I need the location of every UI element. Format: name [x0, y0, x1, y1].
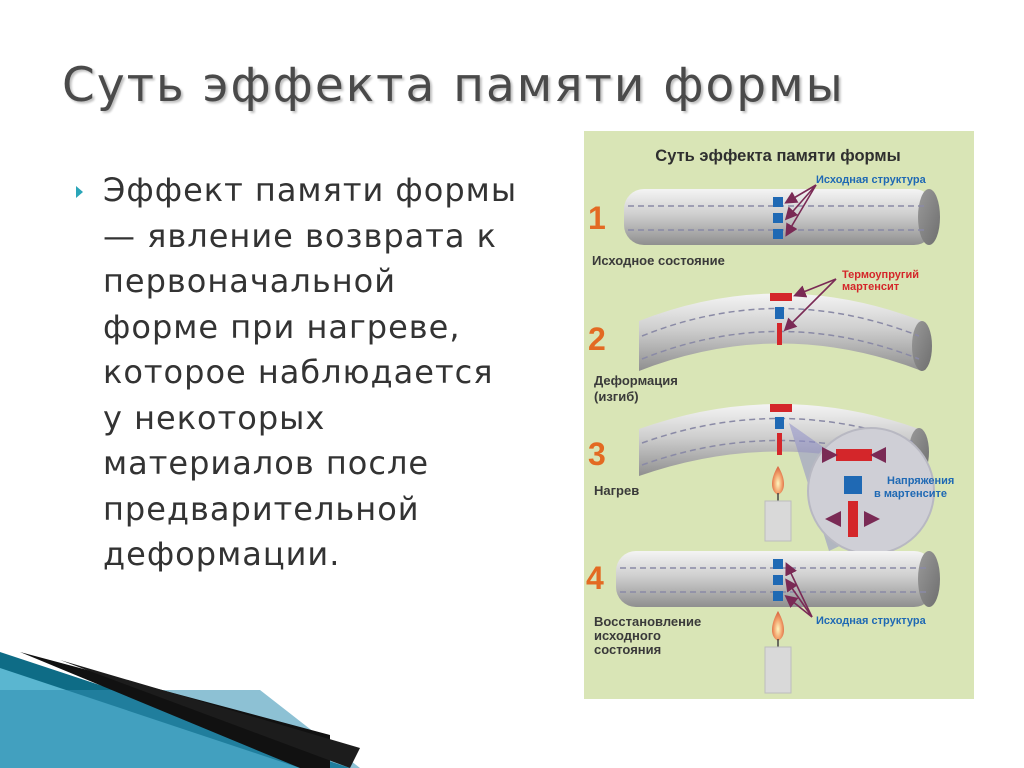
step-4-caption-line-2: исходного: [594, 628, 661, 643]
diagram-title: Суть эффекта памяти формы: [655, 147, 900, 165]
step-2-rod: [639, 293, 932, 371]
candle-2-icon: [764, 611, 792, 694]
step-2-callout-line-1: Термоупругий: [842, 269, 919, 281]
step-2-callout-line-2: мартенсит: [842, 281, 900, 293]
step-3-callout-line-1: Напряжения: [887, 475, 954, 487]
body-line: материалов после: [103, 444, 430, 482]
body-paragraph: Эффект памяти формы — явление возврата к…: [103, 168, 563, 578]
body-line: первоначальной: [103, 262, 397, 300]
body-line: деформации.: [103, 535, 341, 573]
step-3-number: 3: [588, 436, 606, 472]
body-line: у некоторых: [103, 398, 326, 437]
step-2-arrows: [783, 278, 837, 332]
body-line: — явление возврата к: [103, 216, 497, 255]
step-4-number: 4: [586, 560, 604, 596]
candle-1-icon: [764, 466, 792, 542]
step-1-arrows: [784, 184, 817, 237]
step-1-callout: Исходная структура: [816, 174, 927, 186]
body-line: Эффект памяти формы: [103, 171, 518, 209]
bullet-arrow-icon: [76, 186, 83, 198]
shape-memory-diagram: Суть эффекта памяти формы Исходная струк…: [584, 131, 974, 699]
step-2-number: 2: [588, 321, 606, 357]
step-3-callout-line-2: в мартенсите: [874, 488, 947, 500]
stress-detail-blocks: [822, 447, 886, 537]
step-4-caption-line-3: состояния: [594, 642, 661, 657]
diagram-canvas: Суть эффекта памяти формы Исходная струк…: [586, 147, 954, 694]
step-1-structure-blocks: [773, 197, 783, 239]
step-2-caption-line-1: Деформация: [594, 373, 678, 388]
step-1-number: 1: [588, 200, 606, 236]
step-3-caption: Нагрев: [594, 483, 639, 498]
slide-title: Суть эффекта памяти формы: [62, 58, 845, 113]
step-2-structure-blocks: [770, 293, 792, 345]
step-4-structure-blocks: [773, 559, 783, 601]
step-4-arrows: [784, 562, 813, 618]
step-1-caption: Исходное состояние: [592, 253, 725, 268]
step-3-structure-blocks: [770, 404, 792, 455]
body-line: предварительной: [103, 489, 420, 528]
body-line: которое наблюдается: [103, 353, 494, 391]
step-4-callout: Исходная структура: [816, 615, 927, 627]
step-4-caption-line-1: Восстановление: [594, 614, 701, 629]
step-2-caption-line-2: (изгиб): [594, 389, 639, 404]
body-line: форме при нагреве,: [103, 307, 461, 346]
